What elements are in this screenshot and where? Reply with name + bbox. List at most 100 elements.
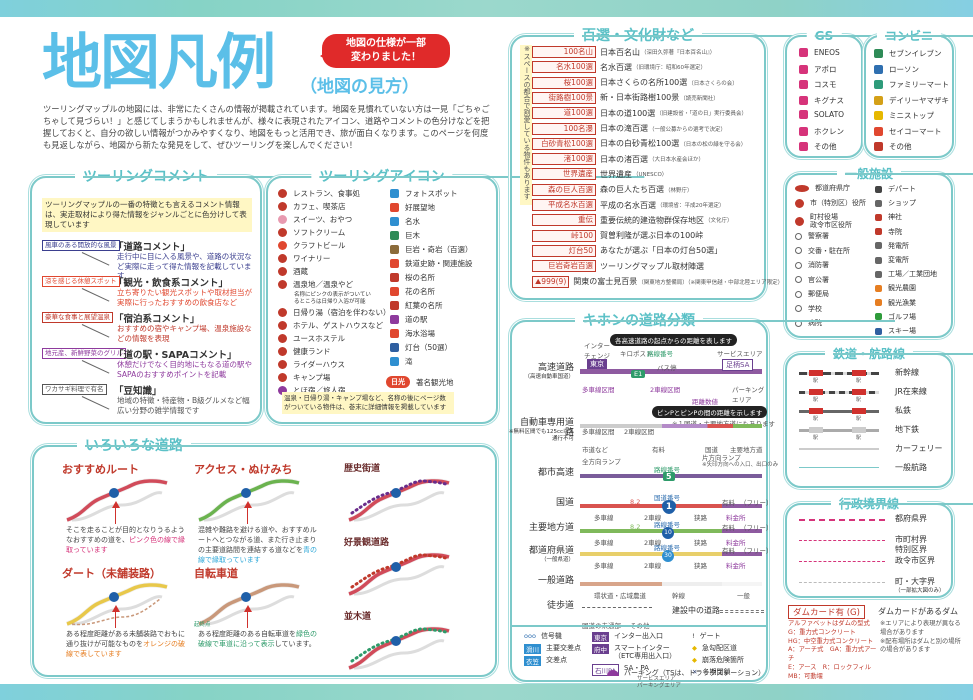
- factory-icon: [875, 270, 882, 278]
- facility-item: 郵便局: [795, 290, 829, 298]
- hyakusen-tag: 灯台50: [532, 244, 596, 257]
- hyakusen-source: （一般公募からの選考で決定）: [649, 126, 727, 133]
- lane-label: 多車線: [594, 514, 614, 522]
- route-no-label: 路線番号: [654, 521, 680, 529]
- touring-icons-footer: 温泉・日帰り湯・キャンプ場など、名称の後にページ数がついている物件は、巻末に詳細…: [282, 392, 454, 414]
- touring-icon-label: 灯台（50選）: [405, 343, 453, 352]
- konbini-label: その他: [889, 142, 912, 151]
- intersection-icon: 衣笠: [524, 656, 541, 666]
- comment-desc: 地域の特徴・特産物・B級グルメなど幅広い分野の雑学情報です: [117, 396, 250, 415]
- rail-line-sample: [799, 410, 879, 413]
- various-roads-panel: いろいろな道路 おすすめルート そこを走ることが目的となりうるようなおすすめの道…: [32, 436, 497, 677]
- ic-name-badge: 東京: [587, 359, 607, 369]
- annot-interchange: インター チェンジ: [584, 342, 610, 360]
- hyakusen-label: 日本さくらの名所100選: [600, 78, 688, 88]
- facility-label: 工場／工業団地: [888, 270, 937, 279]
- toll-label: 有料: [722, 547, 735, 555]
- other-konbini-icon: [874, 142, 883, 151]
- touring-comment-lead: ツーリングマップルの一番の特徴とも言えるコメント情報は、実走取材により得た情報を…: [42, 198, 252, 232]
- substation-icon: [875, 256, 882, 264]
- pointer-stem: [115, 612, 116, 628]
- konbini-item: ファミリーマート: [874, 79, 949, 90]
- parking-icon: [607, 670, 619, 676]
- boundary-label: 町・大字界: [895, 577, 935, 586]
- annot-city-street: 市道など: [582, 446, 608, 454]
- gs-label: キグナス: [814, 95, 844, 105]
- hotel-icon: [278, 321, 287, 330]
- winter-closure-icon: ✕: [692, 668, 698, 676]
- hyakusen-source: （日本さくらの会）: [688, 80, 738, 87]
- flower-icon: [390, 287, 399, 296]
- hyakusen-source: （旧建設省・「道の日」実行委員会）: [656, 111, 748, 118]
- dam-notes: ※エリアにより表現が異なる場合があります ※配布場所はダムと別の場所の場合があり…: [880, 620, 961, 654]
- hyakusen-source: （旧環境庁：昭和60年選定）: [633, 65, 706, 72]
- facility-label: 病院: [808, 319, 822, 327]
- road-type-label: 自動車専用道路: [519, 418, 574, 438]
- facility-label: 神社: [888, 213, 902, 222]
- pointer-stem: [247, 612, 248, 628]
- hyakusen-item: 世界遺産世界遺産（UNESCO）: [532, 168, 762, 181]
- touring-icon-item: スイーツ、おやつ: [278, 214, 352, 225]
- hyakusen-panel: 百選・文化財など ※スペースの都合で割愛している物件もあります 100名山日本百…: [510, 26, 894, 300]
- station-marker: [852, 370, 866, 376]
- desc-highlight: 緑色の破線で車道に沿って表示: [198, 630, 317, 648]
- desc-text: 混雑や難路を避ける道や、おすすめルートへとつながる道、また行き止まりの主要道路間…: [198, 526, 317, 554]
- fire-station-icon: [795, 261, 802, 269]
- touring-icon-label: 滝: [405, 357, 413, 366]
- facility-item: 寺院: [875, 227, 902, 237]
- road-line-sample: [580, 369, 762, 374]
- touring-icon-label: とほ宿／旅人宿: [293, 386, 346, 395]
- road-illustration: [348, 626, 451, 671]
- shop-icon: [875, 199, 882, 207]
- touring-icon-label: カフェ、喫茶店: [293, 202, 346, 211]
- comment-connector: [81, 288, 110, 302]
- touring-icon-label: 道の駅: [405, 315, 428, 324]
- boundary-line-sample: [799, 561, 885, 562]
- annot-toll: 有料: [652, 446, 665, 454]
- touring-icon-label: 酒蔵: [293, 267, 308, 276]
- touring-icon-label: フォトスポット: [405, 189, 458, 198]
- hyakusen-source: （深田久弥著『日本百名山』）: [641, 50, 716, 56]
- road-symbol-label: ゲート: [699, 632, 721, 640]
- touring-icon-item: 健康ランド: [278, 346, 331, 357]
- comment-item: 豪華な食事と展望温泉「宿泊系コメント」おすすめの宿やキャンプ場、温泉施設などの情…: [42, 312, 257, 346]
- hyakusen-item: 白砂青松100選日本の白砂青松100選（日本の松の緑を守る会）: [532, 137, 762, 150]
- boundary-sublabel: 特別区界: [895, 545, 927, 554]
- annot-under-construction: 建設中の道路: [672, 606, 720, 615]
- annot-bus-stop: バス停: [657, 364, 677, 372]
- konbini-label: ローソン: [889, 64, 919, 74]
- station-label: 駅: [813, 416, 819, 422]
- facility-label: 警察署: [808, 232, 829, 240]
- station-label: 駅: [856, 397, 862, 403]
- touring-icon-label: 花の名所: [405, 287, 435, 296]
- viewpoint-icon: [390, 203, 399, 212]
- touring-icon-item: 桜の名所: [390, 272, 435, 283]
- parking-row: パーキング（TSは、トラックステーション）: [607, 668, 765, 678]
- major-intersection-icon: 滑川: [524, 644, 541, 654]
- roads-panel: キホンの道路分類 各高速道路の起点からの距離を表します ピンPとピンPの間の距離…: [509, 311, 895, 689]
- footpath-line: [582, 607, 652, 608]
- facility-item: 観光農園: [875, 283, 916, 293]
- gs-item: ホクレン: [799, 126, 844, 137]
- rail-label: JR在来線: [895, 387, 927, 396]
- annot-two-lane-2: 2車線区間: [624, 428, 655, 436]
- hyakusen-label: 日本の道100選: [600, 108, 656, 118]
- temple-icon: [875, 228, 882, 236]
- town-office-icon: [795, 216, 804, 226]
- boundaries-panel: 行政境界線 都府県界市町村界特別区界政令市区界町・大字界（一部拡大図のみ）: [785, 494, 973, 598]
- pointer-arrow: [112, 605, 120, 612]
- police-icon: [795, 232, 802, 240]
- toll-booth-label: 料金所: [726, 514, 746, 522]
- hyakusen-item: 100名山日本百名山（深田久弥著『日本百名山』）: [532, 46, 762, 58]
- page-subtitle: （地図の見方）: [300, 77, 419, 97]
- soft-cream-icon: [278, 228, 287, 237]
- hyakusen-tag: 桜100選: [532, 76, 596, 89]
- gs-label: SOLATO: [814, 110, 845, 119]
- gs-label: その他: [814, 142, 837, 151]
- facility-item: 官公署: [795, 276, 829, 284]
- touring-icon-item: 滝: [390, 356, 413, 367]
- comment-item: 涼を感じる休憩スポット「観光・飲食系コメント」立ち寄りたい観光スポットや取材担当…: [42, 276, 257, 310]
- station-label: 駅: [813, 397, 819, 403]
